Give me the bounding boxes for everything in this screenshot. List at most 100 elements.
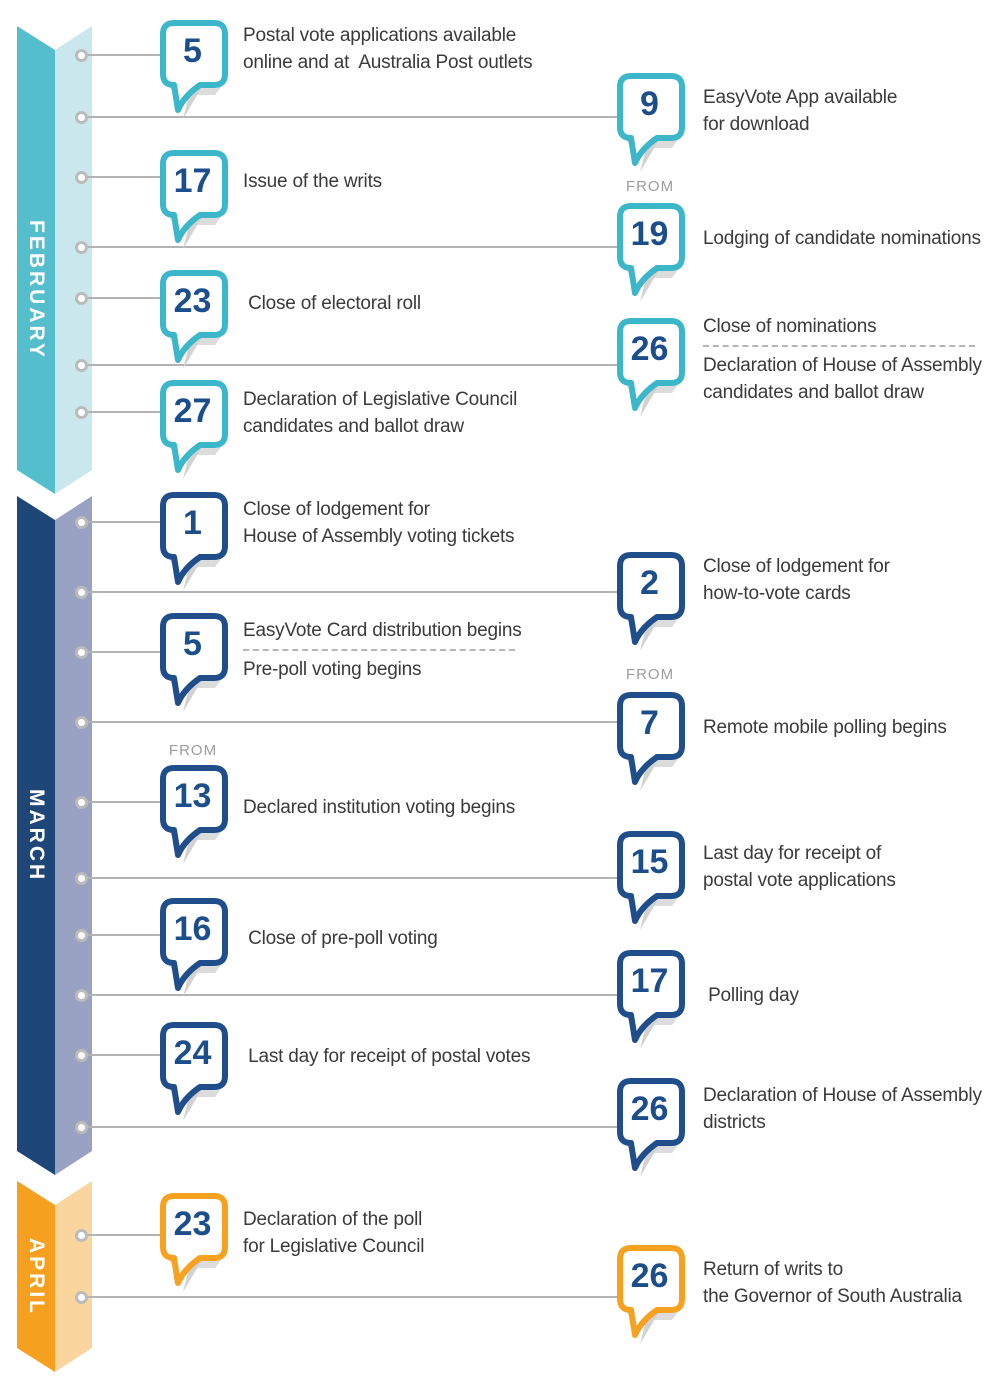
timeline-node	[75, 292, 88, 305]
event-text: Declared institution voting begins	[243, 794, 515, 821]
timeline-node	[75, 646, 88, 659]
event-text-line: Close of lodgement for	[703, 556, 890, 577]
month-label-april: APRIL	[17, 1181, 55, 1372]
event-text-line: Lodging of candidate nominations	[703, 228, 981, 249]
event-text-line: Declared institution voting begins	[243, 797, 516, 818]
date-bubble-icon	[617, 1078, 685, 1177]
event-day: 23	[173, 1205, 212, 1243]
event-text-line: the Governor of South Australia	[703, 1286, 962, 1307]
event-badge-march-5: 5	[158, 611, 236, 721]
from-label: FROM	[625, 178, 675, 195]
timeline-connector	[87, 801, 160, 803]
event-text: Remote mobile polling begins	[703, 714, 947, 741]
timeline-node	[75, 241, 88, 254]
month-band-april-front	[17, 1181, 55, 1372]
timeline-node	[75, 989, 88, 1002]
timeline-connector	[87, 364, 617, 366]
date-bubble-icon	[617, 1245, 685, 1344]
event-text-line: Remote mobile polling begins	[703, 717, 947, 738]
month-label-february: FEBRUARY	[17, 26, 55, 494]
event-text: Issue of the writs	[243, 168, 382, 195]
event-day: 17	[173, 162, 212, 200]
event-text-line: House of Assembly voting tickets	[243, 526, 515, 547]
timeline-node	[75, 49, 88, 62]
event-badge-february-23: 23	[158, 268, 236, 378]
event-text-line: Declaration of House of Assembly	[703, 1085, 982, 1106]
timeline-connector	[87, 246, 617, 248]
event-day: 5	[183, 32, 202, 70]
event-text-line: Pre-poll voting begins	[243, 659, 422, 680]
event-day: 17	[630, 962, 669, 1000]
event-badge-march-1: 1	[158, 490, 236, 600]
timeline-connector	[87, 1234, 160, 1236]
from-label: FROM	[625, 666, 675, 683]
timeline-connector	[87, 721, 617, 723]
timeline-node	[75, 171, 88, 184]
timeline-connector	[87, 877, 617, 879]
event-badge-march-24: 24	[158, 1020, 236, 1130]
event-day: 1	[183, 504, 202, 542]
event-text: Polling day	[703, 982, 799, 1009]
dashed-divider	[243, 649, 515, 651]
event-day: 15	[630, 843, 669, 881]
event-text-line: Close of electoral roll	[243, 293, 421, 314]
event-day: 26	[630, 1090, 669, 1128]
event-text-line: Postal vote applications available	[243, 25, 517, 46]
date-bubble-icon	[160, 492, 228, 591]
date-bubble-icon	[160, 613, 228, 712]
timeline-connector	[87, 176, 160, 178]
event-badge-march-13: 13	[158, 763, 236, 873]
event-day: 9	[640, 85, 659, 123]
month-label-march: MARCH	[17, 496, 55, 1175]
event-text-line: districts	[703, 1112, 766, 1133]
event-text-line: Close of lodgement for	[243, 499, 430, 520]
event-day: 19	[630, 215, 669, 253]
month-label-text: FEBRUARY	[25, 220, 48, 360]
event-badge-february-5: 5	[158, 18, 236, 128]
event-badge-march-15: 15	[615, 829, 693, 939]
event-badge-february-19: 19	[615, 201, 693, 311]
timeline-node	[75, 716, 88, 729]
event-badge-march-2: 2	[615, 550, 693, 660]
timeline-connector	[87, 1126, 617, 1128]
from-label: FROM	[168, 742, 218, 759]
event-text-line: EasyVote Card distribution begins	[243, 620, 522, 641]
event-text-line: candidates and ballot draw	[703, 382, 924, 403]
event-text-line: EasyVote App available	[703, 87, 898, 108]
event-day: 7	[640, 704, 659, 742]
timeline-node	[75, 1049, 88, 1062]
event-text-line: Polling day	[703, 985, 799, 1006]
timeline-node	[75, 929, 88, 942]
timeline-connector	[87, 521, 160, 523]
date-bubble-icon	[617, 692, 685, 791]
event-badge-february-9: 9	[615, 71, 693, 181]
date-bubble-icon	[617, 318, 685, 417]
event-day: 26	[630, 330, 669, 368]
date-bubble-icon	[160, 150, 228, 249]
timeline-connector	[87, 1296, 617, 1298]
date-bubble-icon	[160, 380, 228, 479]
event-text-line: for Legislative Council	[243, 1236, 425, 1257]
timeline-connector	[87, 116, 617, 118]
date-bubble-icon	[617, 552, 685, 651]
event-text: Declaration of House of Assembly district…	[703, 1082, 982, 1136]
timeline-node	[75, 796, 88, 809]
timeline-connector	[87, 591, 617, 593]
event-day: 13	[173, 777, 212, 815]
event-badge-february-26: 26	[615, 316, 693, 426]
timeline-node	[75, 586, 88, 599]
event-badge-april-23: 23	[158, 1191, 236, 1301]
event-text-line: postal vote applications	[703, 870, 896, 891]
event-text-line: Declaration of House of Assembly	[703, 355, 982, 376]
event-text-line: Close of nominations	[703, 316, 877, 337]
timeline-node	[75, 1121, 88, 1134]
